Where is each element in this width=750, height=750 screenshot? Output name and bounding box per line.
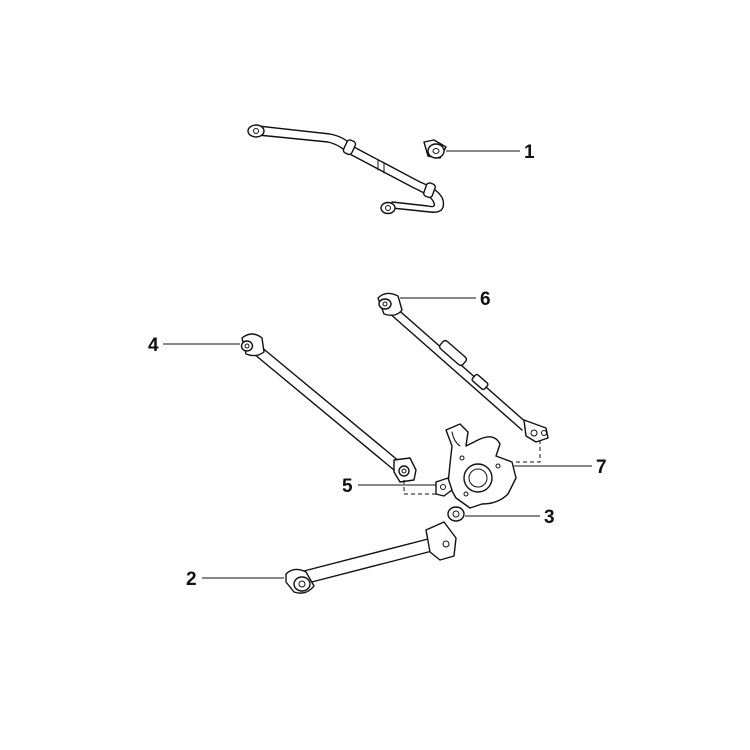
lower-long-arm: [240, 333, 417, 483]
upper-adjustable-arm: [377, 292, 549, 443]
assembly-guide-lines: [403, 440, 541, 495]
callout-4: 4: [148, 335, 159, 356]
lower-trailing-arm: [285, 521, 457, 594]
callout-3: 3: [544, 507, 555, 528]
stabilizer-bushing: [423, 139, 447, 159]
rear-knuckle: [435, 423, 517, 509]
callout-2: 2: [186, 569, 197, 590]
callout-5: 5: [342, 476, 353, 497]
callout-1: 1: [524, 142, 535, 163]
knuckle-lower-bushing: [447, 506, 465, 522]
stabilizer-bar: [247, 124, 445, 215]
callout-6: 6: [480, 289, 491, 310]
callout-7: 7: [596, 457, 607, 478]
